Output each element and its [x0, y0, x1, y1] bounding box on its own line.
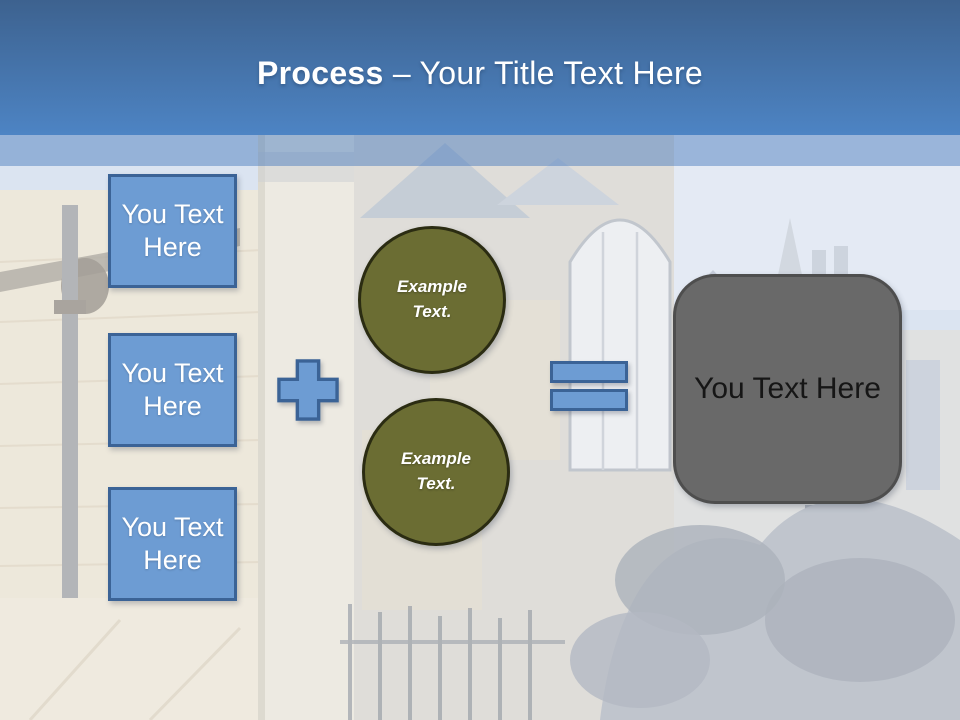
input-box-1[interactable]: You Text Here — [108, 174, 237, 288]
input-box-3[interactable]: You Text Here — [108, 487, 237, 601]
background-pillar — [258, 135, 354, 720]
slide-title-keyword: Process — [256, 55, 384, 91]
equals-icon[interactable] — [550, 361, 628, 411]
result-box-label: You Text Here — [694, 372, 881, 405]
slide-title-subtitle: – Your Title Text Here — [383, 55, 704, 91]
example-circle-1-label: Example Text. — [397, 277, 467, 321]
input-box-1-label: You Text Here — [121, 199, 224, 262]
example-circle-2-label: Example Text. — [401, 449, 471, 493]
example-circle-2[interactable]: Example Text. — [362, 398, 510, 546]
background-foliage — [570, 498, 960, 720]
background-railing — [340, 604, 565, 720]
slide-header: Process – Your Title Text Here — [0, 0, 960, 135]
header-accent-band — [0, 135, 960, 166]
input-box-3-label: You Text Here — [121, 512, 224, 575]
plus-icon[interactable] — [277, 359, 339, 421]
example-circle-1[interactable]: Example Text. — [358, 226, 506, 374]
input-box-2-label: You Text Here — [121, 358, 224, 421]
input-box-2[interactable]: You Text Here — [108, 333, 237, 447]
result-box[interactable]: You Text Here — [673, 274, 902, 504]
slide-title[interactable]: Process – Your Title Text Here — [257, 43, 703, 92]
